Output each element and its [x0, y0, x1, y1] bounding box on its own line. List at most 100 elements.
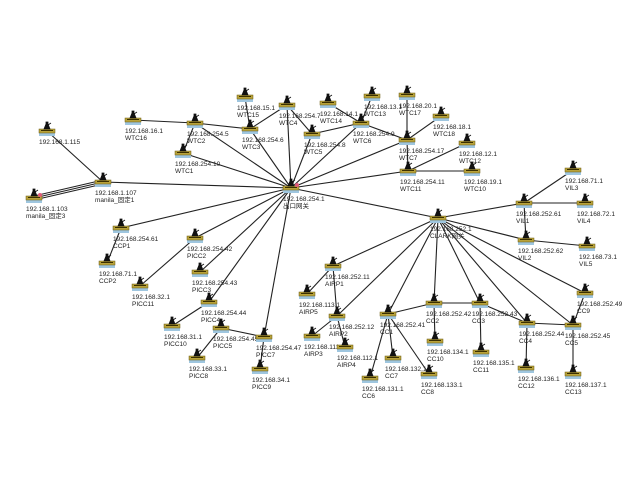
- router-icon[interactable]: [458, 133, 476, 148]
- router-icon[interactable]: [425, 293, 443, 308]
- router-icon[interactable]: [298, 284, 316, 299]
- router-icon[interactable]: [398, 85, 416, 100]
- router-icon[interactable]: [472, 342, 490, 357]
- router-icon[interactable]: [191, 262, 209, 277]
- router-icon[interactable]: [38, 121, 56, 136]
- router-icon[interactable]: [212, 318, 230, 333]
- router-icon[interactable]: [241, 119, 259, 134]
- router-icon[interactable]: [564, 315, 582, 330]
- router-icon[interactable]: [515, 193, 533, 208]
- router-icon[interactable]: [278, 95, 296, 110]
- router-icon[interactable]: [363, 86, 381, 101]
- router-icon[interactable]: [282, 178, 300, 193]
- router-icon[interactable]: [188, 348, 206, 363]
- router-icon[interactable]: [186, 113, 204, 128]
- router-icon[interactable]: [398, 130, 416, 145]
- router-icon[interactable]: [319, 93, 337, 108]
- router-icon[interactable]: [25, 188, 43, 203]
- router-icon[interactable]: [379, 304, 397, 319]
- router-icon[interactable]: [163, 316, 181, 331]
- router-icon[interactable]: [236, 87, 254, 102]
- router-icon[interactable]: [426, 331, 444, 346]
- router-icon[interactable]: [420, 364, 438, 379]
- router-icon[interactable]: [186, 228, 204, 243]
- router-icon[interactable]: [255, 327, 273, 342]
- router-icon[interactable]: [131, 276, 149, 291]
- router-icon[interactable]: [303, 124, 321, 139]
- router-icon[interactable]: [432, 106, 450, 121]
- router-icon[interactable]: [578, 236, 596, 251]
- router-icon[interactable]: [399, 161, 417, 176]
- router-icon[interactable]: [336, 337, 354, 352]
- router-icon[interactable]: [174, 143, 192, 158]
- router-icon[interactable]: [112, 218, 130, 233]
- router-icon[interactable]: [200, 292, 218, 307]
- router-icon[interactable]: [352, 113, 370, 128]
- router-icon[interactable]: [94, 172, 112, 187]
- router-icon[interactable]: [517, 230, 535, 245]
- router-icon[interactable]: [429, 208, 447, 223]
- router-icon[interactable]: [517, 358, 535, 373]
- router-icon[interactable]: [324, 256, 342, 271]
- router-icon[interactable]: [564, 364, 582, 379]
- router-icon[interactable]: [384, 348, 402, 363]
- router-icon[interactable]: [303, 326, 321, 341]
- router-icon[interactable]: [98, 253, 116, 268]
- router-icon[interactable]: [251, 359, 269, 374]
- router-icon[interactable]: [361, 368, 379, 383]
- router-icon[interactable]: [518, 313, 536, 328]
- router-icon[interactable]: [471, 293, 489, 308]
- router-icon[interactable]: [328, 306, 346, 321]
- router-icon[interactable]: [463, 161, 481, 176]
- router-icon[interactable]: [124, 110, 142, 125]
- router-icon[interactable]: [576, 283, 594, 298]
- node-n115[interactable]: 192.168.1.115: [38, 121, 80, 146]
